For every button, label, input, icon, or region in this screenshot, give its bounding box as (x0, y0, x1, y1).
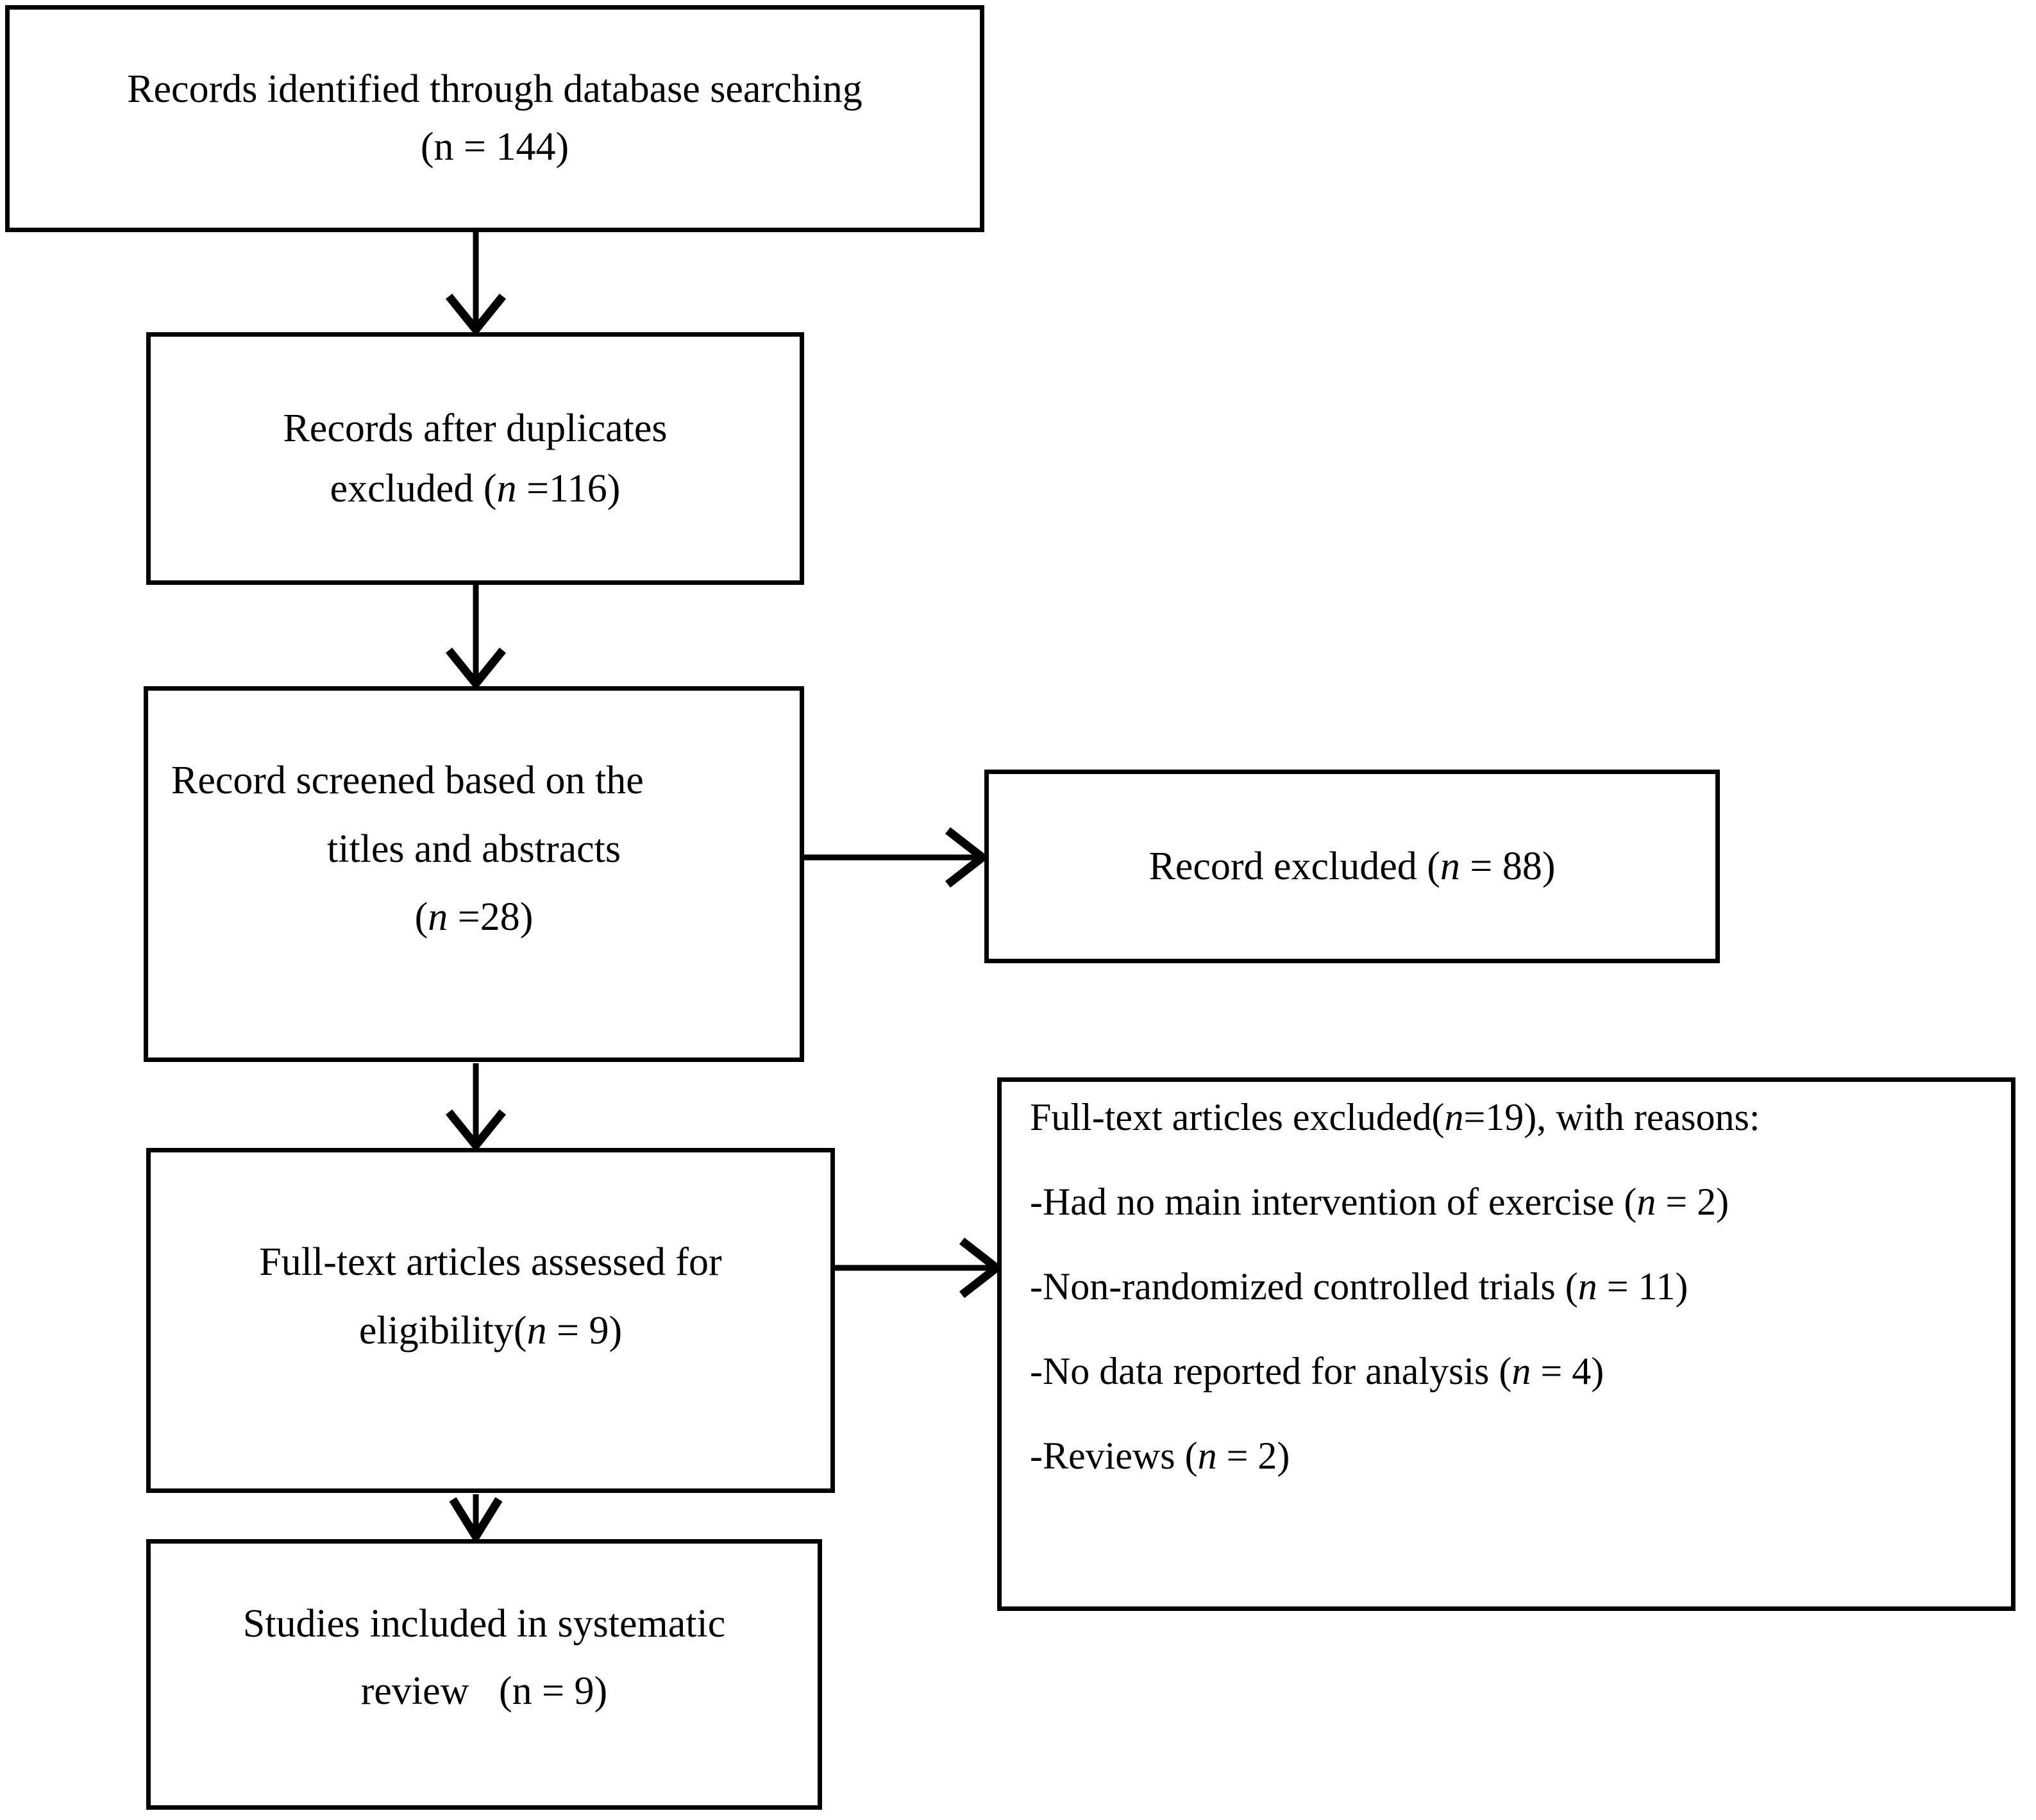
ft-excl-r0-n: n (1636, 1181, 1656, 1223)
studies-included-line1: Studies included in systematic (242, 1601, 726, 1646)
records-screened-box: Record screened based on the titles and … (144, 686, 804, 1062)
scr-count-pre: ( (414, 895, 428, 939)
ft-excl-r1-n: n (1577, 1265, 1597, 1308)
arrow-fulltext-to-fulltext-excluded (835, 1237, 1004, 1299)
ft-count-pre: eligibility( (358, 1309, 527, 1352)
arrow-screened-to-records-excluded (804, 827, 989, 888)
records-screened-line2: titles and abstracts (327, 827, 621, 871)
records-identified-count: (n = 144) (420, 125, 569, 169)
fulltext-excluded-box: Full-text articles excluded(n=19), with … (997, 1077, 2015, 1611)
scr-count-n: n (428, 895, 448, 939)
ft-excl-r1-pre: -Non-randomized controlled trials ( (1030, 1265, 1578, 1308)
fulltext-excluded-reason: -No data reported for analysis (n = 4) (1030, 1329, 1983, 1413)
studies-included-box: Studies included in systematic review (n… (146, 1539, 822, 1810)
records-screened-line1: Record screened based on the (171, 759, 644, 803)
ft-excl-r3-n: n (1197, 1435, 1217, 1477)
ft-excl-r2-pre: -No data reported for analysis ( (1030, 1350, 1512, 1392)
dup-count-post: =116) (516, 467, 621, 510)
ft-excl-r2-post: = 4) (1531, 1350, 1604, 1392)
ft-excl-r1-post: = 11) (1597, 1265, 1688, 1308)
arrow-screened-to-fulltext (445, 1063, 507, 1152)
dup-count-n: n (496, 467, 517, 510)
ft-count-n: n (526, 1309, 547, 1352)
fulltext-excluded-reason: -Reviews (n = 2) (1030, 1413, 1983, 1498)
rec-excl-post: = 88) (1460, 844, 1556, 888)
ft-excl-r3-post: = 2) (1216, 1435, 1290, 1477)
dup-count-pre: excluded ( (330, 467, 497, 510)
rec-excl-n: n (1440, 844, 1460, 888)
fulltext-assessed-count: eligibility(n = 9) (174, 1297, 807, 1365)
ft-excl-r0-post: = 2) (1656, 1181, 1729, 1223)
fulltext-assessed-box: Full-text articles assessed for eligibil… (146, 1148, 835, 1493)
records-after-duplicates-line1: Records after duplicates (283, 406, 668, 450)
arrow-identified-to-duplicates (445, 232, 507, 337)
ft-excl-heading-pre: Full-text articles excluded( (1030, 1096, 1445, 1138)
arrow-duplicates-to-screened (445, 585, 507, 691)
arrow-fulltext-to-included (449, 1494, 503, 1545)
studies-included-count: review (n = 9) (360, 1669, 608, 1713)
scr-count-post: =28) (448, 895, 534, 939)
ft-excl-heading-post: =19), with reasons: (1463, 1096, 1760, 1138)
records-identified-box: Records identified through database sear… (5, 5, 984, 232)
records-excluded-box: Record excluded (n = 88) (984, 770, 1720, 963)
records-excluded-text: Record excluded (n = 88) (1012, 836, 1692, 897)
fulltext-excluded-heading: Full-text articles excluded(n=19), with … (1030, 1075, 1983, 1159)
fulltext-excluded-reason: -Had no main intervention of exercise (n… (1030, 1159, 1983, 1244)
ft-excl-r3-pre: -Reviews ( (1030, 1435, 1198, 1477)
records-identified-line1: Records identified through database sear… (127, 67, 862, 112)
ft-excl-r2-n: n (1511, 1350, 1531, 1392)
ft-count-post: = 9) (546, 1309, 623, 1352)
fulltext-excluded-reason: -Non-randomized controlled trials (n = 1… (1030, 1244, 1983, 1329)
ft-excl-r0-pre: -Had no main intervention of exercise ( (1030, 1181, 1637, 1223)
rec-excl-pre: Record excluded ( (1148, 844, 1440, 888)
records-screened-count: (n =28) (171, 883, 777, 952)
fulltext-assessed-line1: Full-text articles assessed for (259, 1240, 722, 1285)
records-after-duplicates-box: Records after duplicates excluded (n =11… (146, 332, 804, 585)
ft-excl-heading-n: n (1444, 1096, 1464, 1138)
records-after-duplicates-count: excluded (n =116) (172, 459, 778, 519)
